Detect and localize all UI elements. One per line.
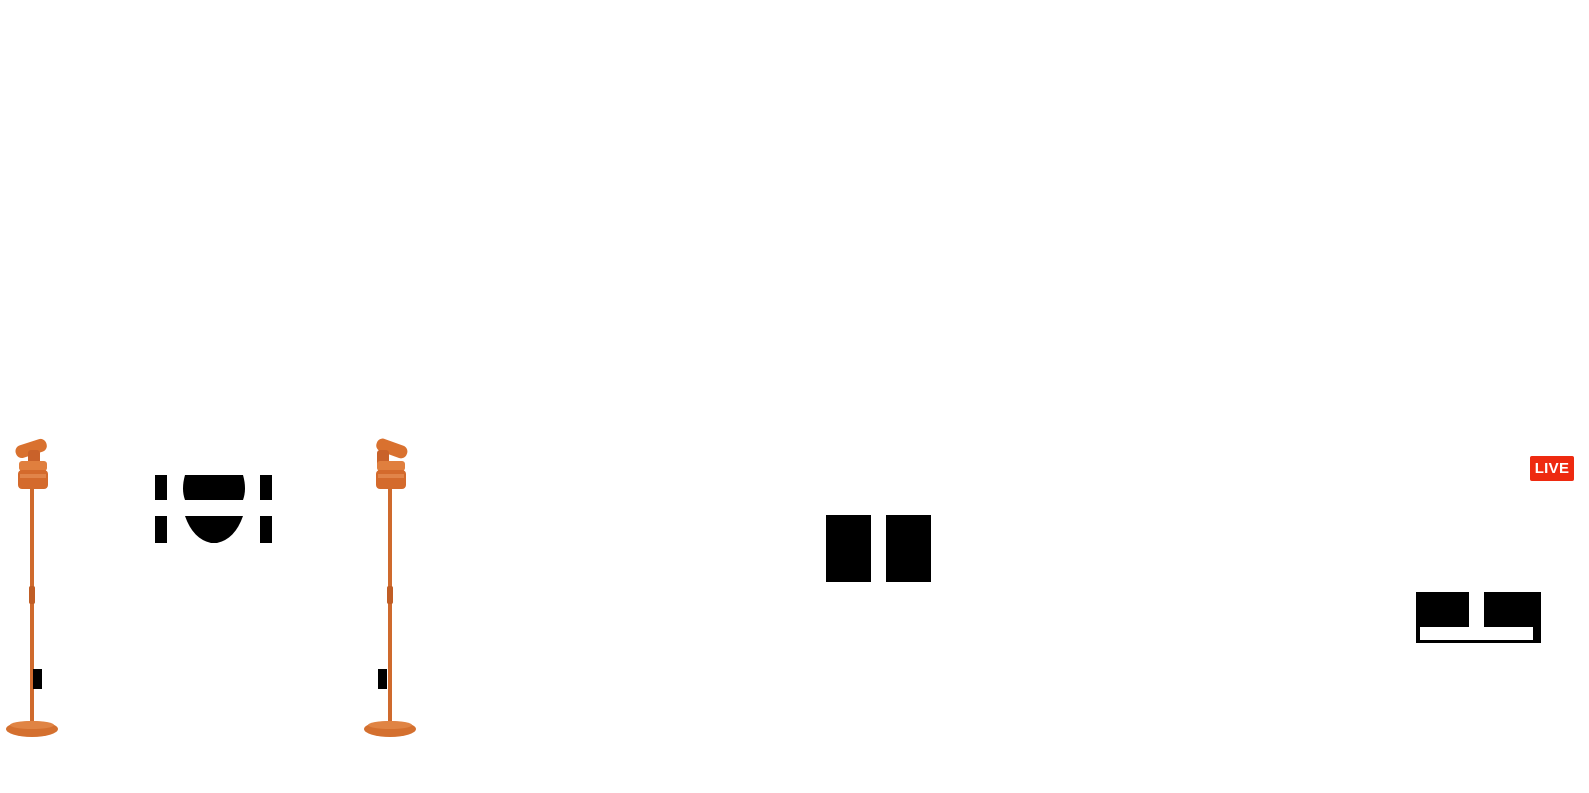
mic-level-marker-right	[378, 669, 387, 689]
pause-icon-bar-left	[826, 515, 871, 582]
screen-icon[interactable]	[1416, 592, 1541, 643]
mic-level-marker-left	[33, 669, 42, 689]
pause-icon-bar-right	[886, 515, 931, 582]
microphone-stand-icon-left	[2, 436, 62, 746]
pause-button[interactable]	[826, 515, 931, 582]
live-badge: LIVE	[1530, 456, 1574, 481]
microphone-stand-icon-right	[362, 436, 422, 746]
broadcast-icon	[155, 475, 272, 543]
